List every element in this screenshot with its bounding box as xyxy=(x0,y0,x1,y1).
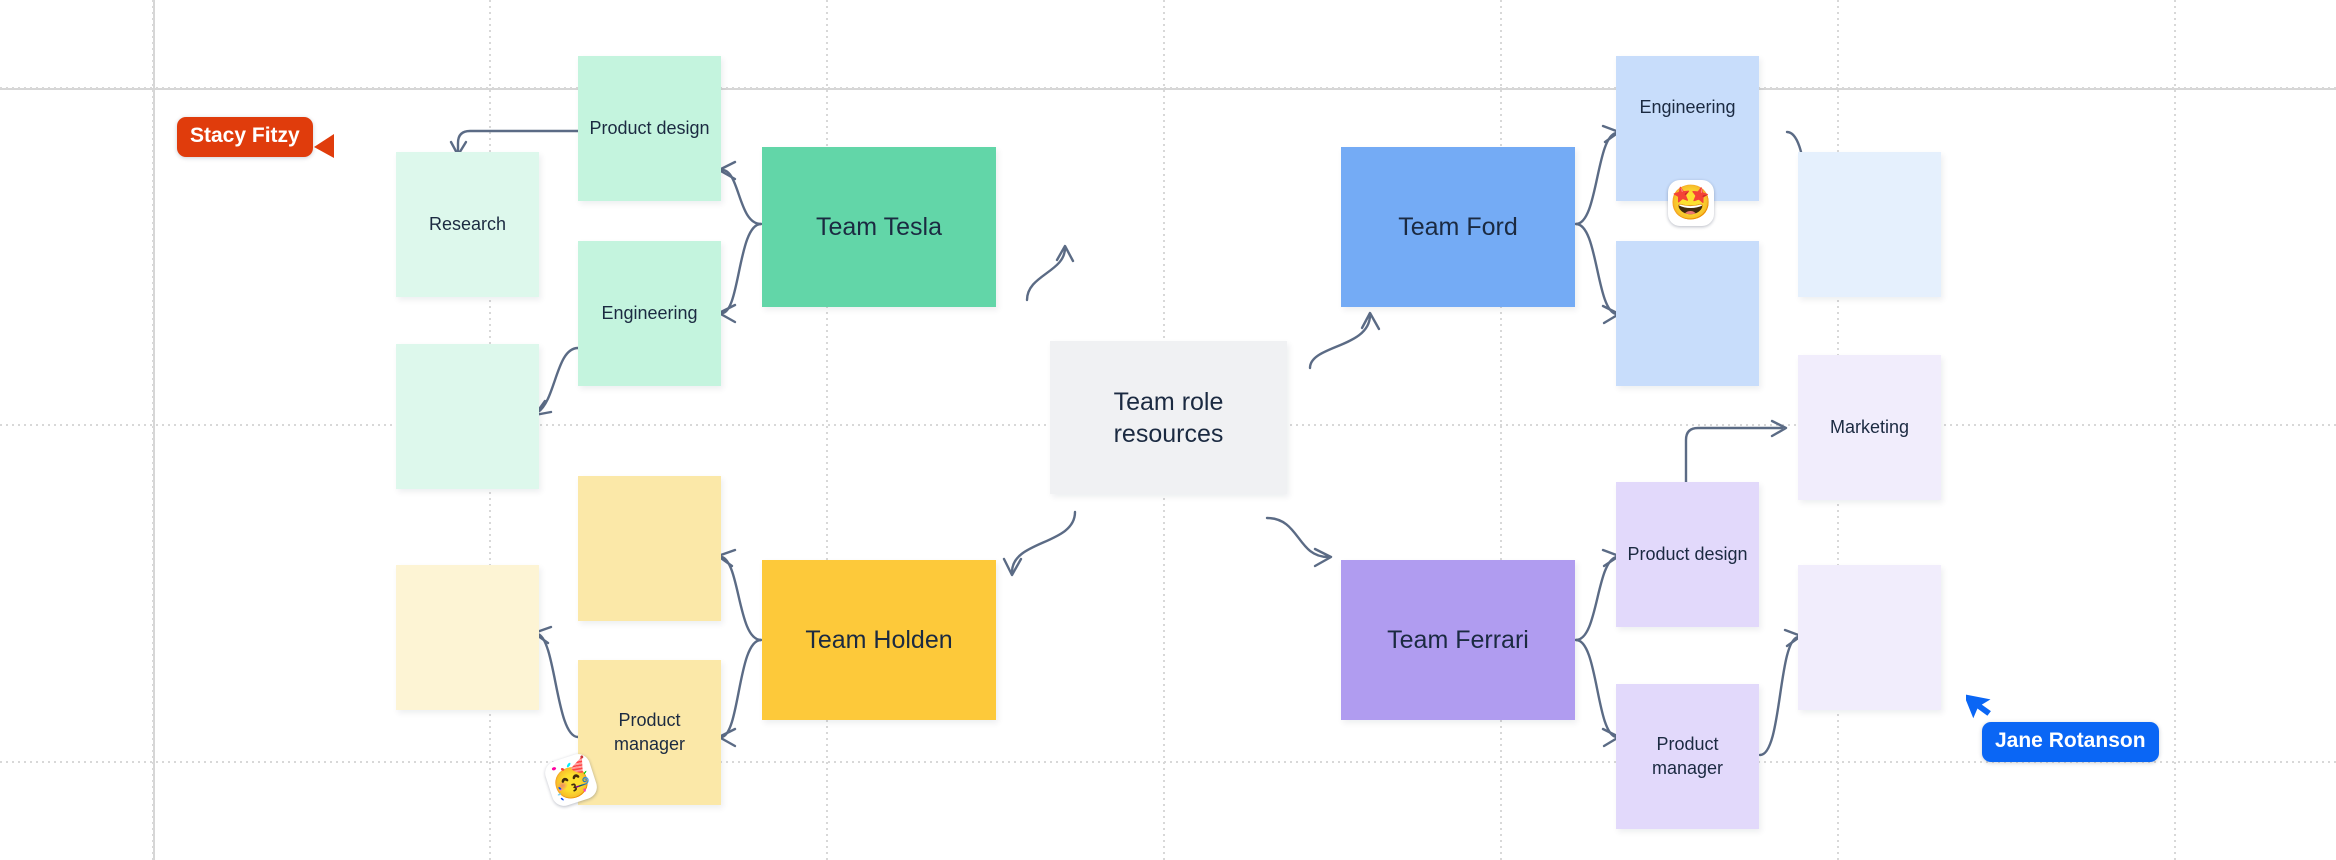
cursor-arrow-icon-jane xyxy=(1963,688,1994,725)
sticker-star-struck[interactable]: 🤩 xyxy=(1668,180,1714,226)
leaf-card-tesla-empty[interactable] xyxy=(396,344,539,489)
role-card-holden-product-manager[interactable]: Product manager xyxy=(578,660,721,805)
role-card-ford-engineering[interactable]: Engineering xyxy=(1616,56,1759,201)
leaf-card-tesla-research[interactable]: Research xyxy=(396,152,539,297)
leaf-card-ferrari-marketing[interactable]: Marketing xyxy=(1798,355,1941,500)
role-card-tesla-product-design[interactable]: Product design xyxy=(578,56,721,201)
role-card-tesla-engineering[interactable]: Engineering xyxy=(578,241,721,386)
leaf-card-ferrari-empty[interactable] xyxy=(1798,565,1941,710)
leaf-card-holden-empty-upper[interactable] xyxy=(396,565,539,710)
team-card-ford[interactable]: Team Ford xyxy=(1341,147,1575,307)
cursor-arrow-icon-stacy xyxy=(313,134,334,158)
center-node-team-role-resources[interactable]: Team role resources xyxy=(1050,341,1287,494)
collaborator-cursor-jane-rotanson[interactable]: Jane Rotanson xyxy=(1963,688,2159,762)
team-card-tesla[interactable]: Team Tesla xyxy=(762,147,996,307)
leaf-card-ford-empty[interactable] xyxy=(1798,152,1941,297)
role-card-ford-empty[interactable] xyxy=(1616,241,1759,386)
collaborator-cursor-stacy-fitzy[interactable]: Stacy Fitzy xyxy=(177,117,334,158)
role-card-ferrari-product-design[interactable]: Product design xyxy=(1616,482,1759,627)
team-card-holden[interactable]: Team Holden xyxy=(762,560,996,720)
cursor-label-jane-rotanson: Jane Rotanson xyxy=(1982,722,2159,762)
role-card-holden-empty[interactable] xyxy=(578,476,721,621)
cursor-label-stacy-fitzy: Stacy Fitzy xyxy=(177,117,313,157)
team-card-ferrari[interactable]: Team Ferrari xyxy=(1341,560,1575,720)
role-card-ferrari-product-manager[interactable]: Product manager xyxy=(1616,684,1759,829)
